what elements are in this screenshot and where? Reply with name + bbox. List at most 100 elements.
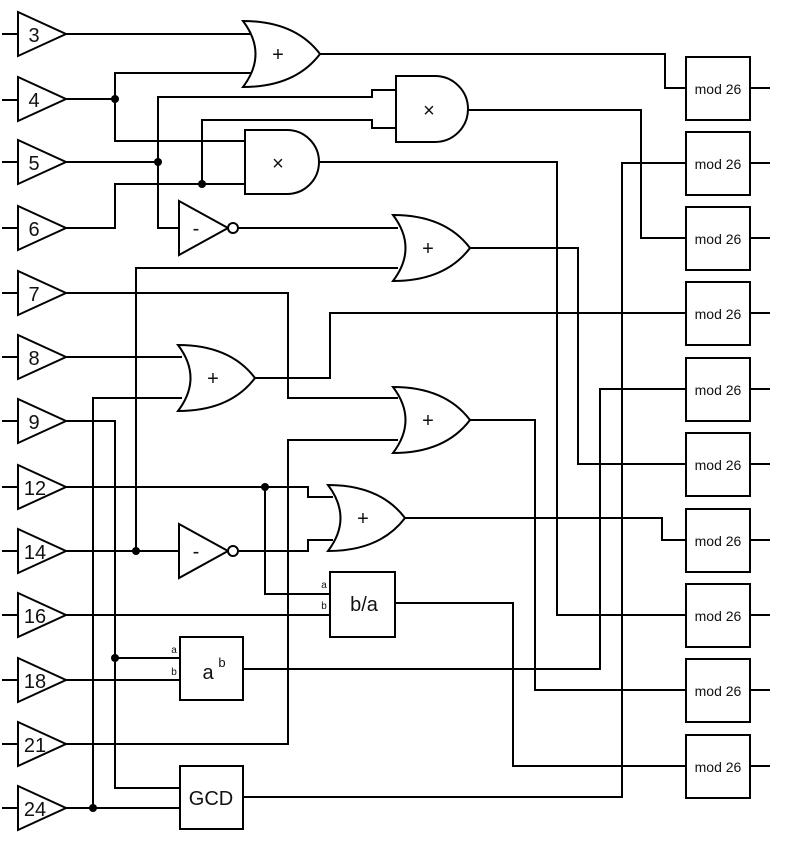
wire-or2-to-out6 bbox=[470, 247, 686, 465]
wire-7-to-or4 bbox=[66, 292, 398, 399]
add-gate-1: + bbox=[240, 19, 322, 89]
input-24-label: 24 bbox=[24, 799, 46, 821]
negate-gate-1: - bbox=[178, 199, 239, 257]
input-4-label: 4 bbox=[28, 90, 39, 112]
wire-and1-to-out3 bbox=[468, 109, 686, 239]
wire-12-to-div bbox=[264, 487, 330, 595]
power-port-b: b bbox=[171, 667, 177, 678]
output-box-2-label: mod 26 bbox=[695, 156, 742, 172]
input-8: 8 bbox=[17, 333, 69, 381]
input-8-label: 8 bbox=[28, 348, 39, 370]
wire-gcd-to-out2 bbox=[243, 162, 686, 798]
negate-gate-1-symbol: - bbox=[193, 218, 200, 240]
wire-5-to-and1 bbox=[157, 89, 396, 162]
negate-gate-2: - bbox=[178, 522, 239, 580]
wire-21-to-or4 bbox=[66, 439, 398, 745]
gcd-label: GCD bbox=[189, 788, 233, 810]
output-box-8: mod 26 bbox=[685, 583, 751, 648]
add-gate-3: + bbox=[175, 343, 257, 413]
junction-14 bbox=[132, 547, 140, 555]
output-box-2: mod 26 bbox=[685, 131, 751, 196]
wire-4-to-or1 bbox=[66, 72, 255, 100]
output-boxes: mod 26 mod 26 mod 26 mod 26 mod 26 mod 2… bbox=[685, 56, 751, 799]
add-gates: + + + + + bbox=[175, 19, 472, 553]
output-box-3-label: mod 26 bbox=[695, 231, 742, 247]
input-stub-wires bbox=[2, 33, 18, 809]
add-gate-5-symbol: + bbox=[357, 508, 369, 530]
input-18-label: 18 bbox=[24, 671, 46, 693]
output-box-8-label: mod 26 bbox=[695, 608, 742, 624]
add-gate-5: + bbox=[325, 483, 407, 553]
junction-24 bbox=[89, 804, 97, 812]
negate-gates: - - bbox=[178, 199, 239, 580]
junction-6 bbox=[198, 180, 206, 188]
divide-label: b/a bbox=[350, 594, 379, 616]
input-6-label: 6 bbox=[28, 219, 39, 241]
output-box-4: mod 26 bbox=[685, 281, 751, 346]
input-16-label: 16 bbox=[24, 606, 46, 628]
input-24: 24 bbox=[17, 784, 69, 832]
input-5: 5 bbox=[17, 138, 69, 186]
output-box-10: mod 26 bbox=[685, 734, 751, 799]
input-5-label: 5 bbox=[28, 153, 39, 175]
wire-6-to-and1 bbox=[201, 119, 396, 184]
output-box-10-label: mod 26 bbox=[695, 759, 742, 775]
wire-not2-to-or5 bbox=[239, 539, 333, 552]
wire-5-to-not1 bbox=[157, 162, 179, 229]
input-6: 6 bbox=[17, 204, 69, 252]
input-4: 4 bbox=[17, 75, 69, 123]
gcd-box: GCD bbox=[179, 765, 244, 830]
input-21-label: 21 bbox=[24, 735, 46, 757]
output-box-3: mod 26 bbox=[685, 206, 751, 271]
power-port-a: a bbox=[171, 645, 177, 656]
input-14: 14 bbox=[17, 527, 69, 575]
divide-port-a: a bbox=[321, 580, 327, 591]
junction-12 bbox=[261, 483, 269, 491]
junction-dots bbox=[89, 95, 269, 812]
wire-pow-to-out5 bbox=[243, 388, 686, 670]
output-stub-wires bbox=[750, 87, 770, 767]
multiply-gate-2-symbol: × bbox=[272, 153, 284, 175]
wire-9-to-gcd bbox=[66, 420, 180, 789]
input-7: 7 bbox=[17, 269, 69, 317]
input-12: 12 bbox=[17, 463, 69, 511]
output-box-6-label: mod 26 bbox=[695, 457, 742, 473]
output-box-1: mod 26 bbox=[685, 56, 751, 121]
junction-9 bbox=[111, 654, 119, 662]
add-gate-1-symbol: + bbox=[272, 44, 284, 66]
wire-12-to-or5 bbox=[66, 486, 333, 498]
input-16: 16 bbox=[17, 591, 69, 639]
input-9: 9 bbox=[17, 397, 69, 445]
add-gate-3-symbol: + bbox=[207, 368, 219, 390]
power-exponent: b bbox=[218, 655, 225, 670]
multiply-gate-2: × bbox=[244, 129, 320, 195]
input-14-label: 14 bbox=[24, 542, 46, 564]
power-base: a bbox=[202, 662, 214, 684]
wire-or5-to-out7 bbox=[405, 517, 686, 541]
wires bbox=[2, 33, 770, 809]
wire-or1-to-out1 bbox=[320, 53, 686, 89]
output-box-1-label: mod 26 bbox=[695, 81, 742, 97]
input-9-label: 9 bbox=[28, 412, 39, 434]
output-box-7: mod 26 bbox=[685, 508, 751, 573]
wire-or3-to-out4 bbox=[255, 312, 686, 379]
power-box: a b a b bbox=[171, 636, 244, 701]
divide-box: b/a a b bbox=[321, 571, 396, 638]
input-3-label: 3 bbox=[28, 25, 39, 47]
output-box-5: mod 26 bbox=[685, 357, 751, 422]
divide-port-b: b bbox=[321, 601, 327, 612]
input-18: 18 bbox=[17, 656, 69, 704]
negate-gate-2-symbol: - bbox=[193, 541, 200, 563]
multiply-gates: × × bbox=[244, 75, 469, 195]
input-21: 21 bbox=[17, 720, 69, 768]
multiply-gate-1: × bbox=[395, 75, 469, 143]
wire-div-to-out10 bbox=[395, 602, 686, 767]
output-box-7-label: mod 26 bbox=[695, 533, 742, 549]
add-gate-2: + bbox=[390, 213, 472, 283]
output-box-5-label: mod 26 bbox=[695, 382, 742, 398]
add-gate-4: + bbox=[390, 385, 472, 455]
output-box-9-label: mod 26 bbox=[695, 683, 742, 699]
input-7-label: 7 bbox=[28, 284, 39, 306]
